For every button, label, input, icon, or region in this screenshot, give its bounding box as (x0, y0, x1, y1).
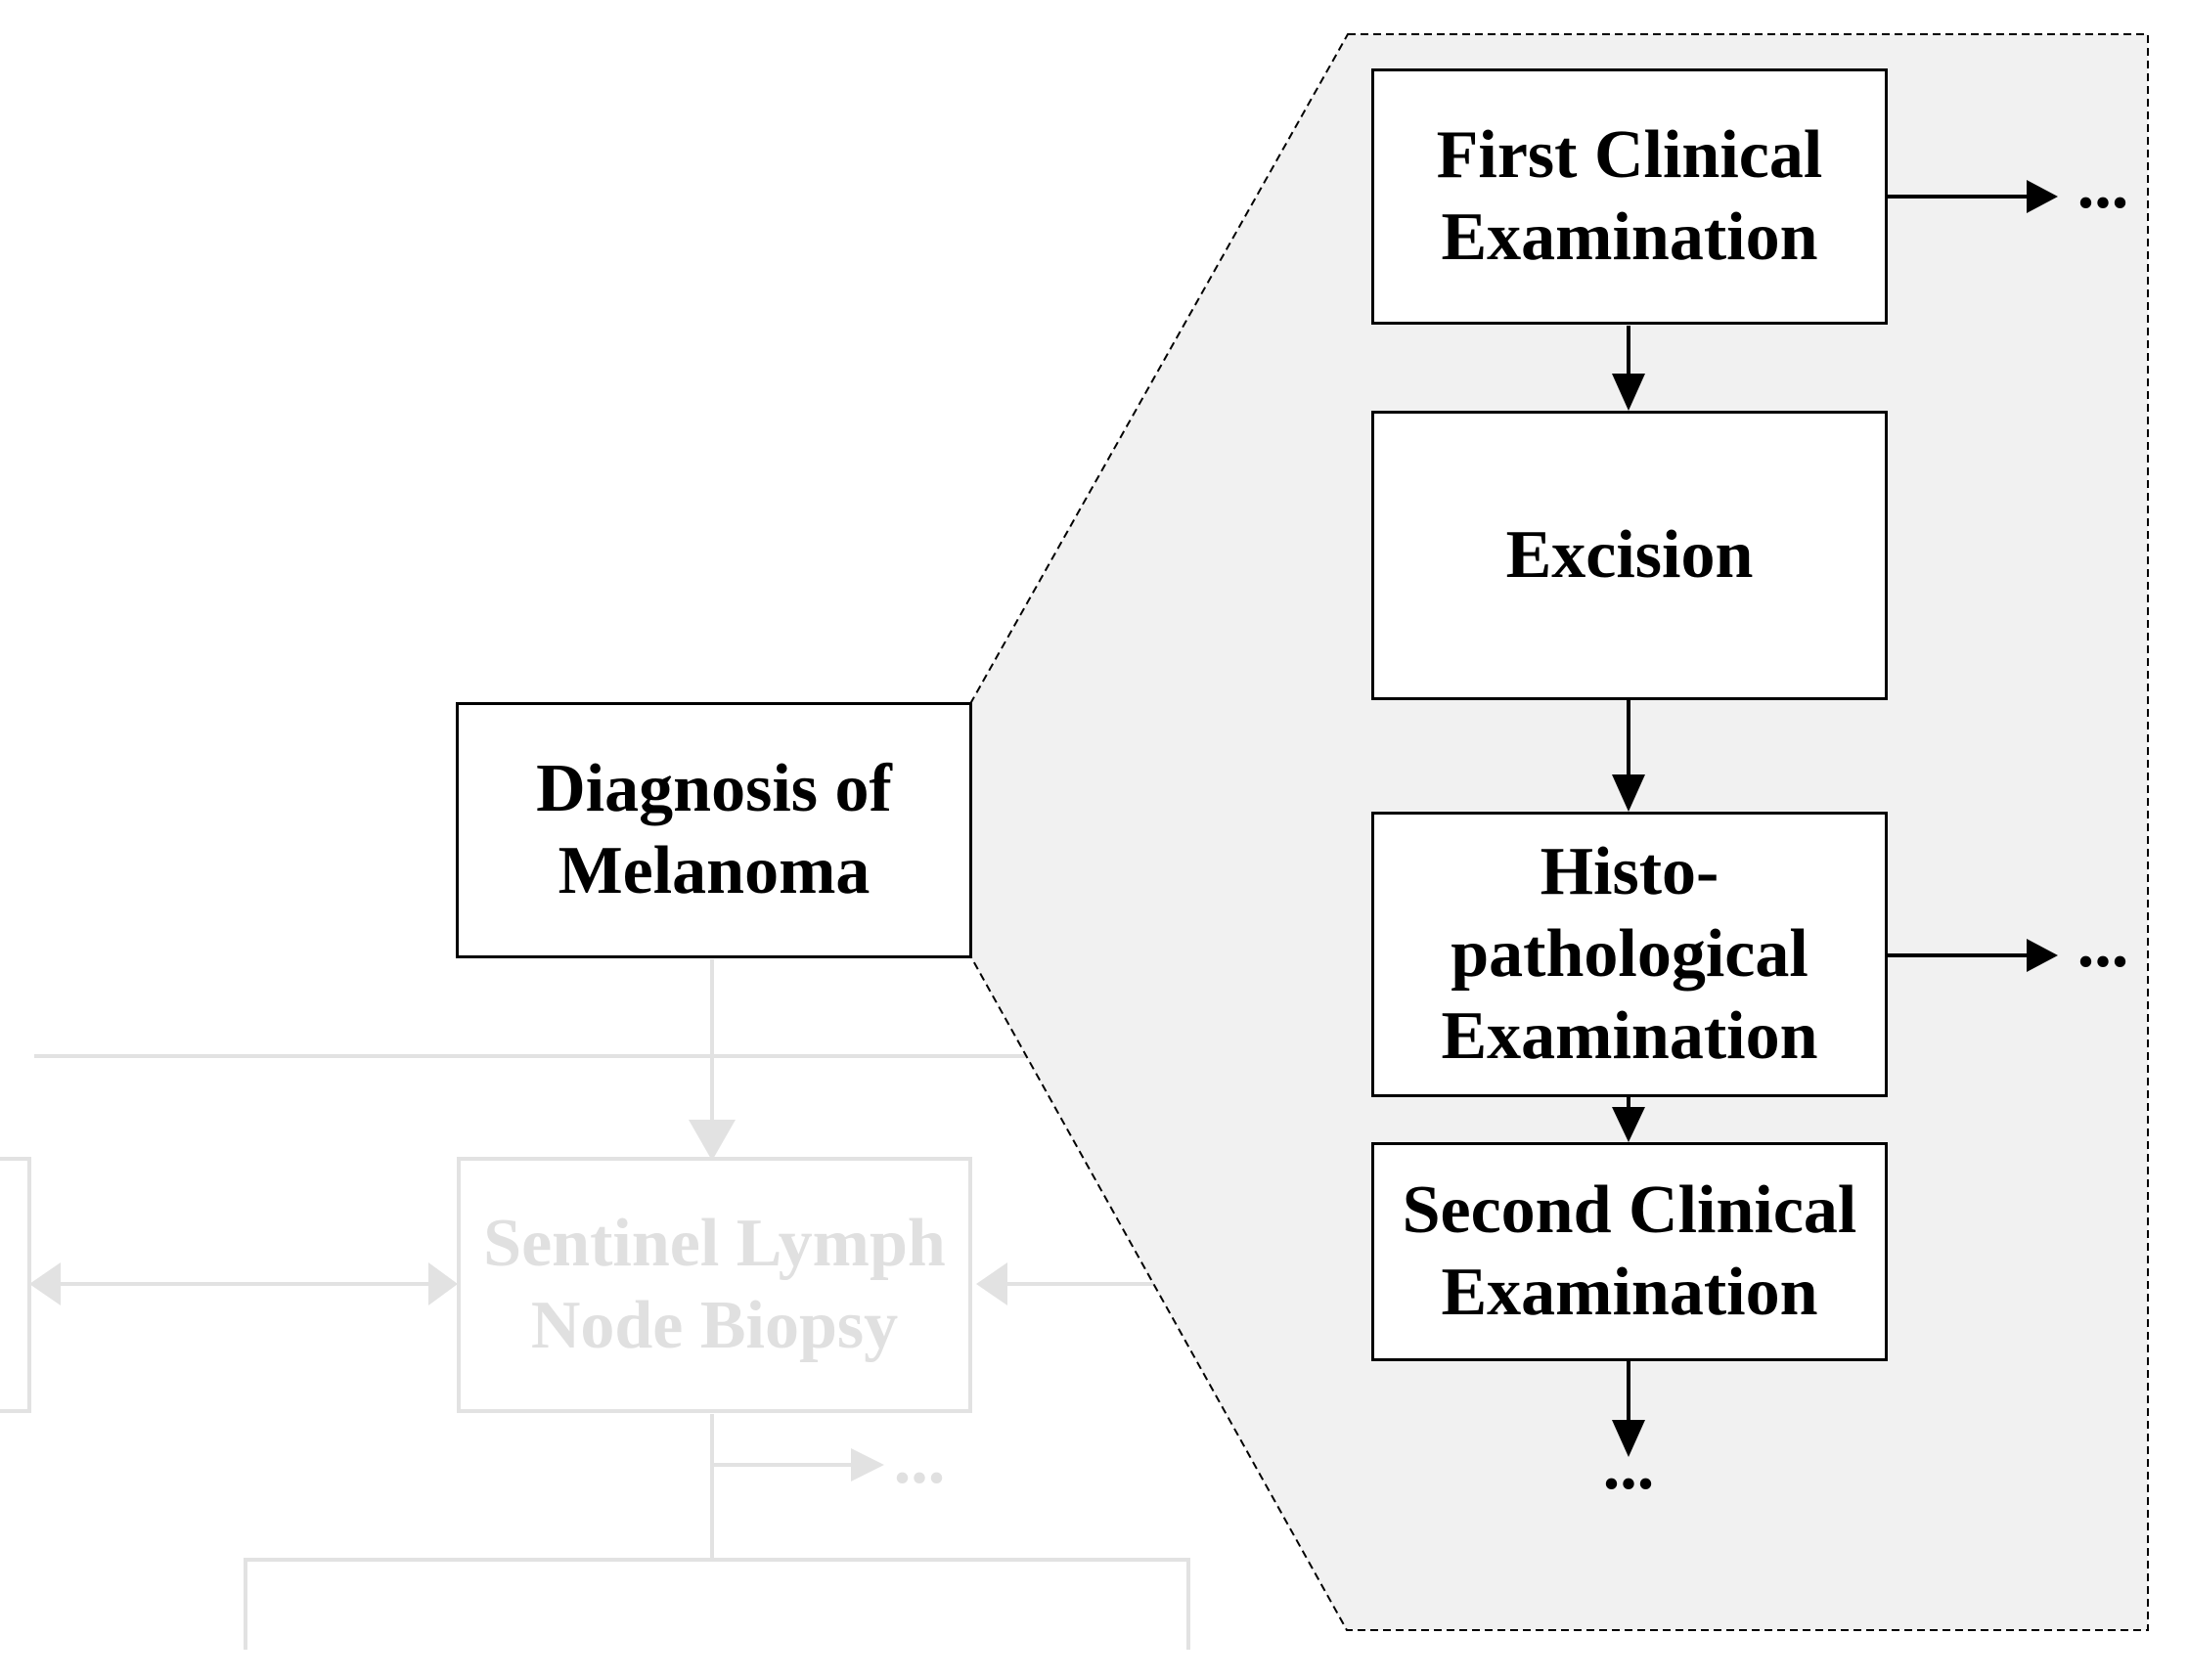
ellipsis-after-first-exam: ... (2076, 148, 2129, 223)
diagnosis-box-label-line1: Diagnosis of (536, 751, 892, 826)
arrowhead-excision-to-histo-icon (1612, 774, 1645, 812)
sentinel-lymph-node-biopsy-box: Sentinel Lymph Node Biopsy (457, 1157, 972, 1413)
faded-arrowhead-branch-icon (851, 1448, 884, 1481)
arrowhead-first-to-excision-icon (1612, 374, 1645, 411)
histo-label-line2: pathological (1451, 916, 1808, 992)
arrowhead-histo-to-second-icon (1612, 1107, 1645, 1142)
ellipsis-after-histo: ... (2076, 906, 2129, 982)
excision-label: Excision (1505, 517, 1754, 593)
ellipsis-faded-after-sentinel: ... (893, 1423, 946, 1498)
arrowhead-histo-right-icon (2027, 939, 2058, 972)
sentinel-box-label-line2: Node Biopsy (530, 1288, 899, 1363)
faded-arrowhead-into-sentinel-icon (976, 1262, 1007, 1305)
diagnosis-box-label-line2: Melanoma (558, 833, 871, 908)
faded-left-partial-box (0, 1157, 31, 1413)
faded-arrowhead-right-icon (428, 1262, 458, 1305)
faded-arrowhead-down-icon (689, 1120, 736, 1161)
first-clinical-examination-box: First Clinical Examination (1371, 68, 1888, 325)
panel-arrows (1612, 180, 2058, 1457)
arrowhead-second-down-icon (1612, 1420, 1645, 1457)
second-exam-label-line1: Second Clinical (1402, 1172, 1857, 1248)
first-exam-label-line2: Examination (1441, 199, 1818, 275)
faded-bottom-partial-box (244, 1558, 1190, 1650)
faded-flow-lines (29, 959, 1232, 1558)
faded-arrowhead-left-icon (29, 1262, 61, 1305)
second-exam-label-line2: Examination (1441, 1255, 1818, 1330)
diagnosis-of-melanoma-box: Diagnosis of Melanoma (456, 702, 972, 958)
sentinel-box-label-line1: Sentinel Lymph (483, 1206, 946, 1281)
histo-label-line3: Examination (1441, 998, 1818, 1074)
histopathological-examination-box: Histo- pathological Examination (1371, 812, 1888, 1097)
first-exam-label-line1: First Clinical (1436, 117, 1823, 193)
excision-box: Excision (1371, 411, 1888, 700)
histo-label-line1: Histo- (1540, 834, 1719, 909)
second-clinical-examination-box: Second Clinical Examination (1371, 1142, 1888, 1361)
arrowhead-first-exam-right-icon (2027, 180, 2058, 213)
ellipsis-after-second-exam: ... (1602, 1429, 1655, 1504)
